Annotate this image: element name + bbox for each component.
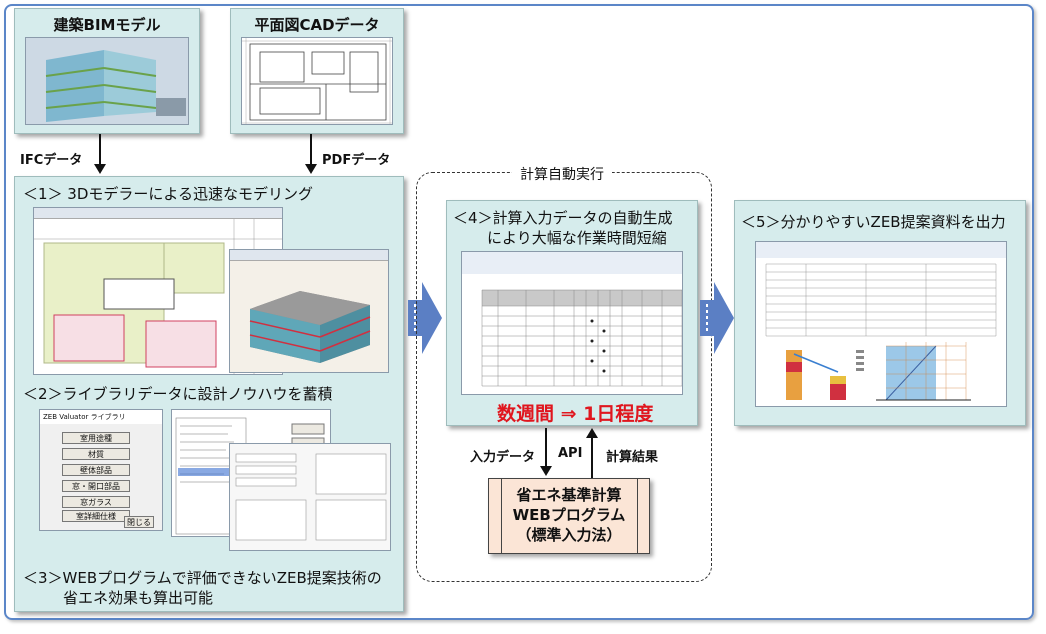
input-spreadsheet-screenshot [461, 251, 683, 395]
flow-arrow-2 [700, 282, 734, 354]
ifc-data-label: IFCデータ [20, 153, 83, 168]
bim-model-image [25, 37, 189, 125]
step4-text-line1: ＜4＞計算入力データの自動生成 [453, 209, 673, 227]
library-detail-content [230, 444, 390, 550]
output-arrow-up [586, 428, 598, 478]
zeb-report-content [756, 242, 1006, 406]
time-reduction-text: 数週間 ⇒ 1日程度 [497, 403, 654, 425]
zeb-report-screenshot [755, 241, 1007, 407]
input-arrow-down [540, 428, 552, 476]
cad-floorplan-image [241, 37, 393, 125]
step3-text-line2: 省エネ効果も算出可能 [63, 589, 214, 607]
pdf-arrow [305, 134, 317, 174]
library-button-4[interactable]: 窓・開口部品 [62, 480, 130, 492]
library-button-1[interactable]: 室用途種 [62, 432, 130, 444]
step5-text: ＜5＞分かりやすいZEB提案資料を出力 [741, 213, 1006, 231]
calc-line-3: （標準入力法） [516, 526, 622, 544]
library-window-title: ZEB Valuator ライブラリ [40, 410, 162, 424]
library-button-3[interactable]: 壁体部品 [62, 464, 130, 476]
calc-result-label: 計算結果 [606, 450, 659, 465]
auto-input-panel: ＜4＞計算入力データの自動生成 により大幅な作業時間短縮 [446, 200, 698, 426]
calc-line-1: 省エネ基準計算 [516, 486, 622, 504]
zeb-output-panel: ＜5＞分かりやすいZEB提案資料を出力 [734, 200, 1026, 426]
library-close-button[interactable]: 閉じる [124, 516, 154, 528]
step1-text: ＜1＞ 3Dモデラーによる迅速なモデリング [23, 185, 313, 203]
library-detail-window [229, 443, 391, 551]
calc-line-2: WEBプログラム [512, 506, 626, 524]
outer-frame [4, 4, 1034, 620]
input-data-label: 入力データ [470, 450, 536, 465]
step3-text-line1: ＜3＞WEBプログラムで評価できないZEB提案技術の [23, 569, 382, 587]
library-button-2[interactable]: 材質 [62, 448, 130, 460]
pdf-data-label: PDFデータ [322, 153, 391, 168]
library-button-6[interactable]: 室詳細仕様 [62, 510, 130, 522]
spreadsheet-grid [462, 252, 682, 394]
step4-text-line2: により大幅な作業時間短縮 [487, 229, 667, 247]
cad-data-title: 平面図CADデータ [254, 16, 380, 34]
floorplan-drawing [242, 38, 392, 124]
bim-model-title: 建築BIMモデル [53, 16, 161, 34]
calc-program-box: 省エネ基準計算 WEBプログラム （標準入力法） [488, 478, 650, 554]
auto-exec-label: 計算自動実行 [512, 164, 612, 184]
step2-text: ＜2＞ライブラリデータに設計ノウハウを蓄積 [23, 385, 333, 403]
library-window: ZEB Valuator ライブラリ 室用途種 材質 壁体部品 窓・開口部品 窓… [39, 409, 163, 531]
ifc-arrow [94, 134, 106, 174]
library-button-5[interactable]: 窓ガラス [62, 496, 130, 508]
3d-block-model [230, 261, 388, 372]
cad-data-panel: 平面図CADデータ [230, 8, 404, 134]
modeling-panel: ＜1＞ 3Dモデラーによる迅速なモデリング [14, 176, 404, 612]
building-illustration [26, 38, 188, 124]
modeler-3d-screenshot [229, 249, 389, 373]
bim-model-panel: 建築BIMモデル [14, 8, 200, 134]
api-label: API [558, 446, 583, 461]
